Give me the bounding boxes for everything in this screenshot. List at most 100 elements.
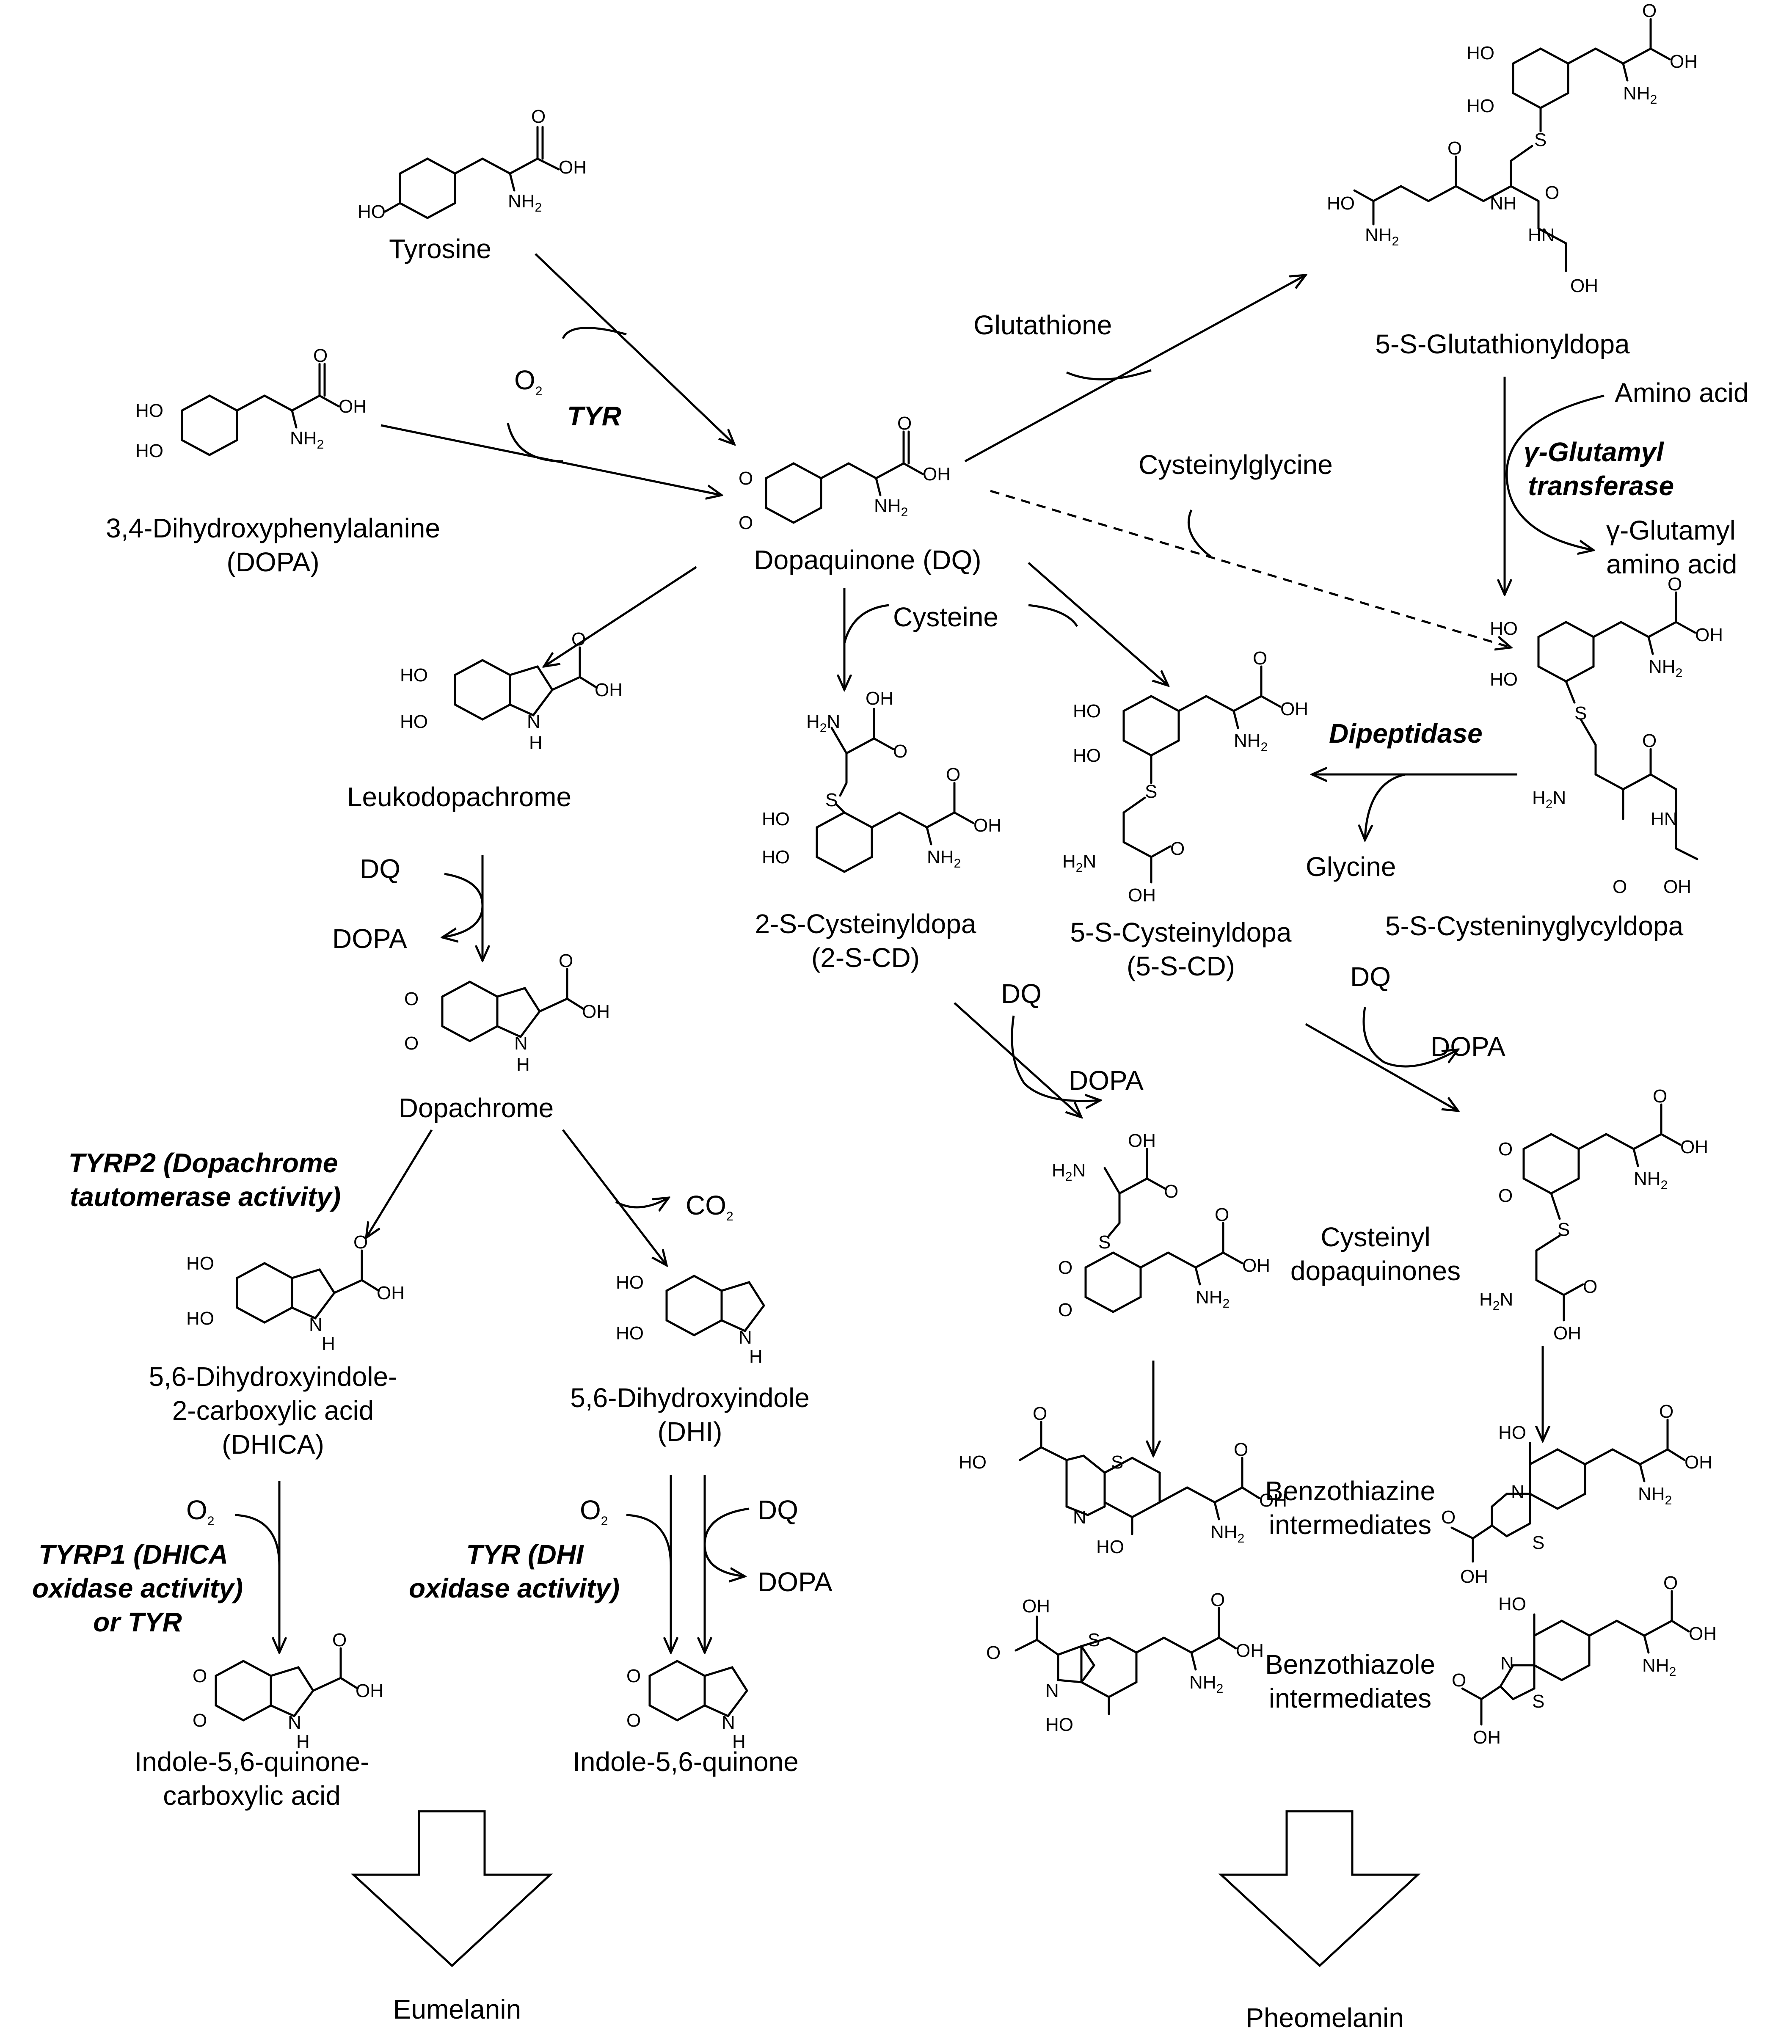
atom-oh: OH	[582, 1001, 610, 1022]
atom-s: S	[1111, 1452, 1123, 1473]
atom-n: N	[288, 1712, 301, 1733]
atom-s: S	[1534, 129, 1547, 150]
curve-dq-dopa-dhi	[703, 1507, 750, 1576]
arrow-5scd-to-cysdq	[1305, 1023, 1458, 1111]
atom-o: O	[986, 1642, 1001, 1663]
atom-s: S	[825, 790, 838, 810]
arrow-dq-to-cgdopa-dashed	[990, 490, 1511, 647]
label-glutamyl-aa-1: γ-Glutamyl	[1606, 515, 1736, 545]
atom-ho: HO	[186, 1253, 214, 1274]
structure-cysdq-right: O O O OH NH2 S H2N O OH	[1479, 1086, 1708, 1344]
label-cysteine: Cysteine	[893, 602, 998, 632]
final-arrows	[350, 1810, 1421, 1967]
label-glutathione: Glutathione	[973, 310, 1112, 340]
structure-iqca: O O O OH N H	[193, 1630, 383, 1752]
atom-o: O	[1545, 182, 1559, 203]
atom-oh: OH	[1553, 1323, 1581, 1344]
atom-h2n: H2N	[1532, 788, 1566, 811]
label-leukodopachrome: Leukodopachrome	[347, 782, 571, 812]
atom-ho: HO	[1467, 43, 1494, 63]
atom-oh: OH	[339, 396, 367, 417]
atom-o: O	[1653, 1086, 1667, 1107]
atom-o: O	[559, 950, 573, 971]
atom-o: O	[1642, 730, 1657, 751]
atom-oh: OH	[1022, 1596, 1050, 1617]
structure-benzothiazine-left: HO O S N O OH NH2 HO	[959, 1403, 1287, 1557]
atom-o: O	[193, 1710, 207, 1731]
atom-s: S	[1088, 1630, 1100, 1650]
atom-oh: OH	[1684, 1452, 1712, 1473]
atom-nh2: NH2	[1365, 225, 1399, 248]
atom-n: N	[1500, 1653, 1514, 1674]
structure-dhica: HO HO O OH N H	[186, 1232, 405, 1354]
arrow-dopachrome-to-dhi	[562, 1129, 667, 1265]
label-btz-1: Benzothiazine	[1265, 1476, 1435, 1506]
label-tyrosine: Tyrosine	[389, 234, 491, 264]
atom-ho: HO	[1096, 1537, 1124, 1557]
atom-oh: OH	[1236, 1640, 1264, 1661]
label-btzol-1: Benzothiazole	[1265, 1649, 1435, 1680]
atom-hn: HN	[1651, 809, 1678, 829]
structure-leukodopachrome: HO HO O OH N H	[400, 629, 623, 753]
atom-o: O	[739, 468, 753, 489]
label-pheomelanin: Pheomelanin	[1246, 2003, 1404, 2033]
atom-ho: HO	[1073, 745, 1101, 766]
label-5scd-1: 5-S-Cysteinyldopa	[1070, 917, 1292, 948]
atom-nh2: NH2	[1638, 1484, 1672, 1507]
structure-5scd: O OH NH2 HO HO S H2N O OH	[1062, 648, 1308, 906]
atom-nh: NH	[1490, 193, 1517, 214]
atom-nh2: NH2	[1649, 656, 1682, 680]
atom-ho: HO	[135, 441, 163, 461]
label-enzyme-tyrp2-1: TYRP2 (Dopachrome	[69, 1148, 338, 1178]
atom-s: S	[1558, 1219, 1570, 1240]
label-glutamyl-aa-2: amino acid	[1606, 549, 1737, 579]
atom-ho: HO	[400, 665, 428, 686]
enzyme-labels: TYR γ-Glutamyl transferase Dipeptidase T…	[32, 401, 1674, 1637]
label-enzyme-dipeptidase: Dipeptidase	[1329, 718, 1483, 749]
atom-h2n: H2N	[1479, 1289, 1513, 1313]
atom-o: O	[1642, 0, 1657, 21]
structure-cysdq-left: H2N OH O S O O O OH NH2	[1052, 1130, 1270, 1320]
atom-h: H	[529, 733, 543, 753]
label-dhi-2: (DHI)	[658, 1416, 722, 1447]
label-o2-tyr: O2	[514, 365, 542, 398]
atom-ho: HO	[1045, 1714, 1073, 1735]
atom-o: O	[1058, 1257, 1072, 1278]
atom-oh: OH	[1670, 51, 1698, 72]
atom-o: O	[1663, 1573, 1678, 1593]
atom-nh2: NH2	[290, 428, 324, 452]
label-enzyme-tyr-dhi-2: oxidase activity)	[409, 1573, 620, 1603]
label-dq-dhi: DQ	[758, 1495, 798, 1525]
structure-benzothiazole-left: OH O S N O OH NH2 HO	[986, 1589, 1264, 1735]
atom-oh: OH	[1689, 1623, 1717, 1644]
label-dq-5scd: DQ	[1350, 961, 1391, 992]
atom-s: S	[1532, 1691, 1544, 1712]
atom-oh: OH	[377, 1283, 405, 1303]
atom-h2n: H2N	[1052, 1160, 1086, 1184]
label-5scd-2: (5-S-CD)	[1127, 951, 1235, 981]
atom-h: H	[322, 1333, 335, 1354]
atom-o: O	[1210, 1589, 1225, 1610]
label-o2-dhi: O2	[580, 1495, 608, 1528]
curve-co2	[615, 1198, 669, 1207]
atom-o: O	[1452, 1670, 1466, 1691]
atom-o: O	[332, 1630, 347, 1650]
label-amino-acid: Amino acid	[1615, 377, 1749, 408]
atom-nh2: NH2	[1623, 83, 1657, 107]
arrow-dq-to-glutathionyldopa	[964, 275, 1306, 463]
atom-n: N	[1045, 1680, 1059, 1701]
atom-h: H	[732, 1731, 746, 1752]
atom-ho: HO	[762, 847, 790, 868]
atom-o: O	[531, 106, 546, 127]
atom-o: O	[404, 1033, 419, 1054]
atom-o: O	[1215, 1204, 1229, 1225]
atom-n: N	[527, 711, 540, 732]
atom-o: O	[1668, 574, 1682, 595]
label-dopa-1: 3,4-Dihydroxyphenylalanine	[106, 513, 440, 543]
atom-o: O	[1498, 1185, 1513, 1206]
structure-2scd: H2N OH O S HO HO O OH NH2	[762, 688, 1001, 873]
curve-cysteinylglycine	[1187, 509, 1211, 557]
structure-dopaquinone: O OH NH2 O O	[739, 413, 951, 533]
atom-ho: HO	[1490, 618, 1518, 639]
curve-dq-dopa-5scd	[1362, 1007, 1458, 1068]
